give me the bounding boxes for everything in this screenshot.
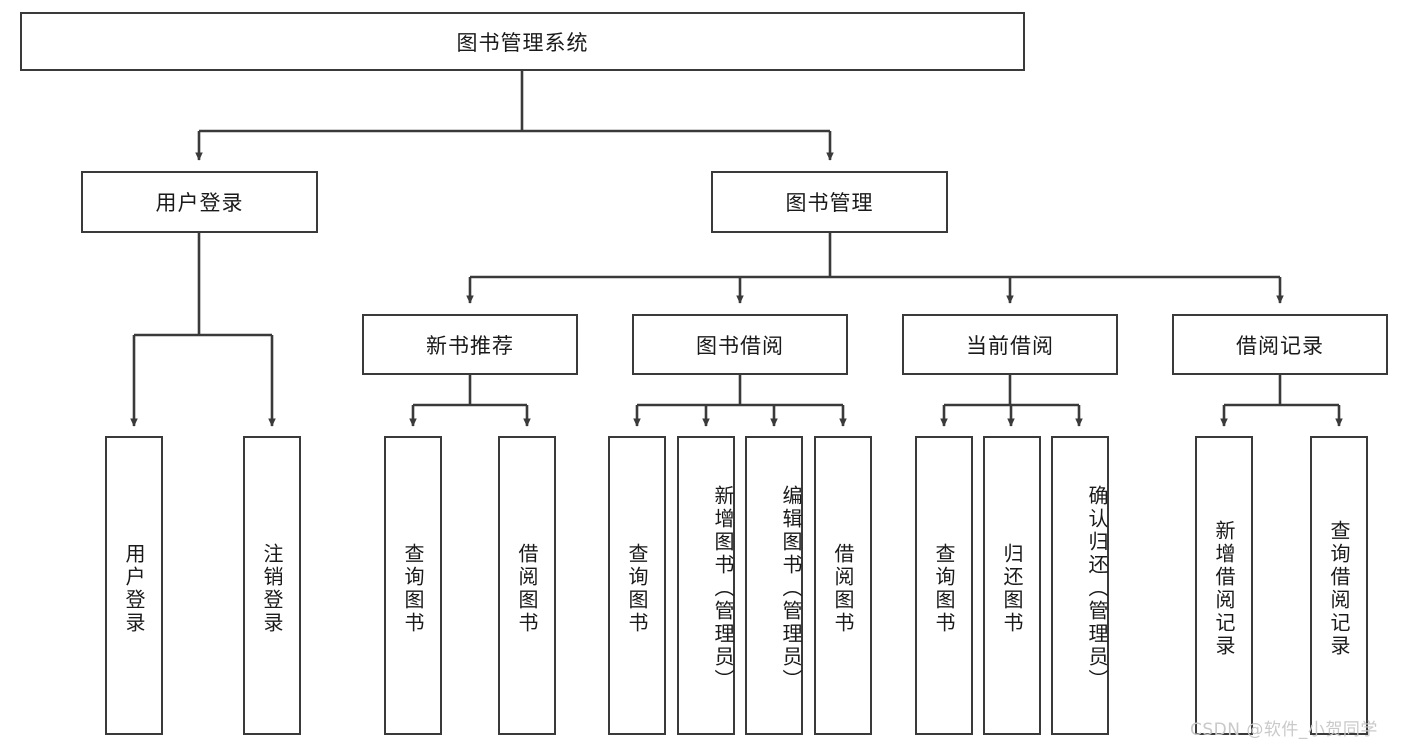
leaf-current-confirm-return[interactable]: 确认归还（管理员） (1051, 436, 1109, 735)
leaf-user-logout-label: 注销登录 (260, 542, 284, 635)
leaf-borrow-borrow-book-label: 借阅图书 (831, 542, 855, 635)
leaf-record-query-label: 查询借阅记录 (1327, 519, 1351, 658)
leaf-user-login[interactable]: 用户登录 (105, 436, 163, 735)
leaf-record-add[interactable]: 新增借阅记录 (1195, 436, 1253, 735)
leaf-borrow-edit-book[interactable]: 编辑图书（管理员） (745, 436, 803, 735)
node-new-book-recommend-label: 新书推荐 (426, 333, 514, 358)
leaf-current-query-book[interactable]: 查询图书 (915, 436, 973, 735)
node-current-borrow[interactable]: 当前借阅 (902, 314, 1118, 375)
leaf-record-add-label: 新增借阅记录 (1212, 519, 1236, 658)
leaf-user-logout[interactable]: 注销登录 (243, 436, 301, 735)
leaf-record-query[interactable]: 查询借阅记录 (1310, 436, 1368, 735)
leaf-borrow-borrow-book[interactable]: 借阅图书 (814, 436, 872, 735)
node-current-borrow-label: 当前借阅 (966, 333, 1054, 358)
leaf-recommend-borrow-book-label: 借阅图书 (515, 542, 539, 635)
node-borrow-record[interactable]: 借阅记录 (1172, 314, 1388, 375)
node-book-management-label: 图书管理 (785, 191, 874, 215)
leaf-current-return-book-label: 归还图书 (1000, 542, 1024, 635)
leaf-recommend-borrow-book[interactable]: 借阅图书 (498, 436, 556, 735)
leaf-current-return-book[interactable]: 归还图书 (983, 436, 1041, 735)
leaf-borrow-add-book-label: 新增图书（管理员） (711, 485, 735, 692)
leaf-recommend-query-book-label: 查询图书 (401, 542, 425, 635)
node-book-management[interactable]: 图书管理 (711, 171, 948, 233)
node-root-label: 图书管理系统 (456, 30, 589, 55)
leaf-borrow-query-book[interactable]: 查询图书 (608, 436, 666, 735)
node-new-book-recommend[interactable]: 新书推荐 (362, 314, 578, 375)
node-root[interactable]: 图书管理系统 (20, 12, 1025, 71)
node-book-borrow-label: 图书借阅 (696, 333, 784, 358)
node-borrow-record-label: 借阅记录 (1236, 333, 1324, 358)
leaf-borrow-edit-book-label: 编辑图书（管理员） (779, 485, 803, 692)
leaf-current-query-book-label: 查询图书 (932, 542, 956, 635)
leaf-current-confirm-return-label: 确认归还（管理员） (1085, 485, 1109, 692)
leaf-borrow-add-book[interactable]: 新增图书（管理员） (677, 436, 735, 735)
node-user-login[interactable]: 用户登录 (81, 171, 318, 233)
node-book-borrow[interactable]: 图书借阅 (632, 314, 848, 375)
leaf-recommend-query-book[interactable]: 查询图书 (384, 436, 442, 735)
leaf-borrow-query-book-label: 查询图书 (625, 542, 649, 635)
leaf-user-login-label: 用户登录 (122, 542, 146, 635)
node-user-login-label: 用户登录 (155, 191, 244, 215)
